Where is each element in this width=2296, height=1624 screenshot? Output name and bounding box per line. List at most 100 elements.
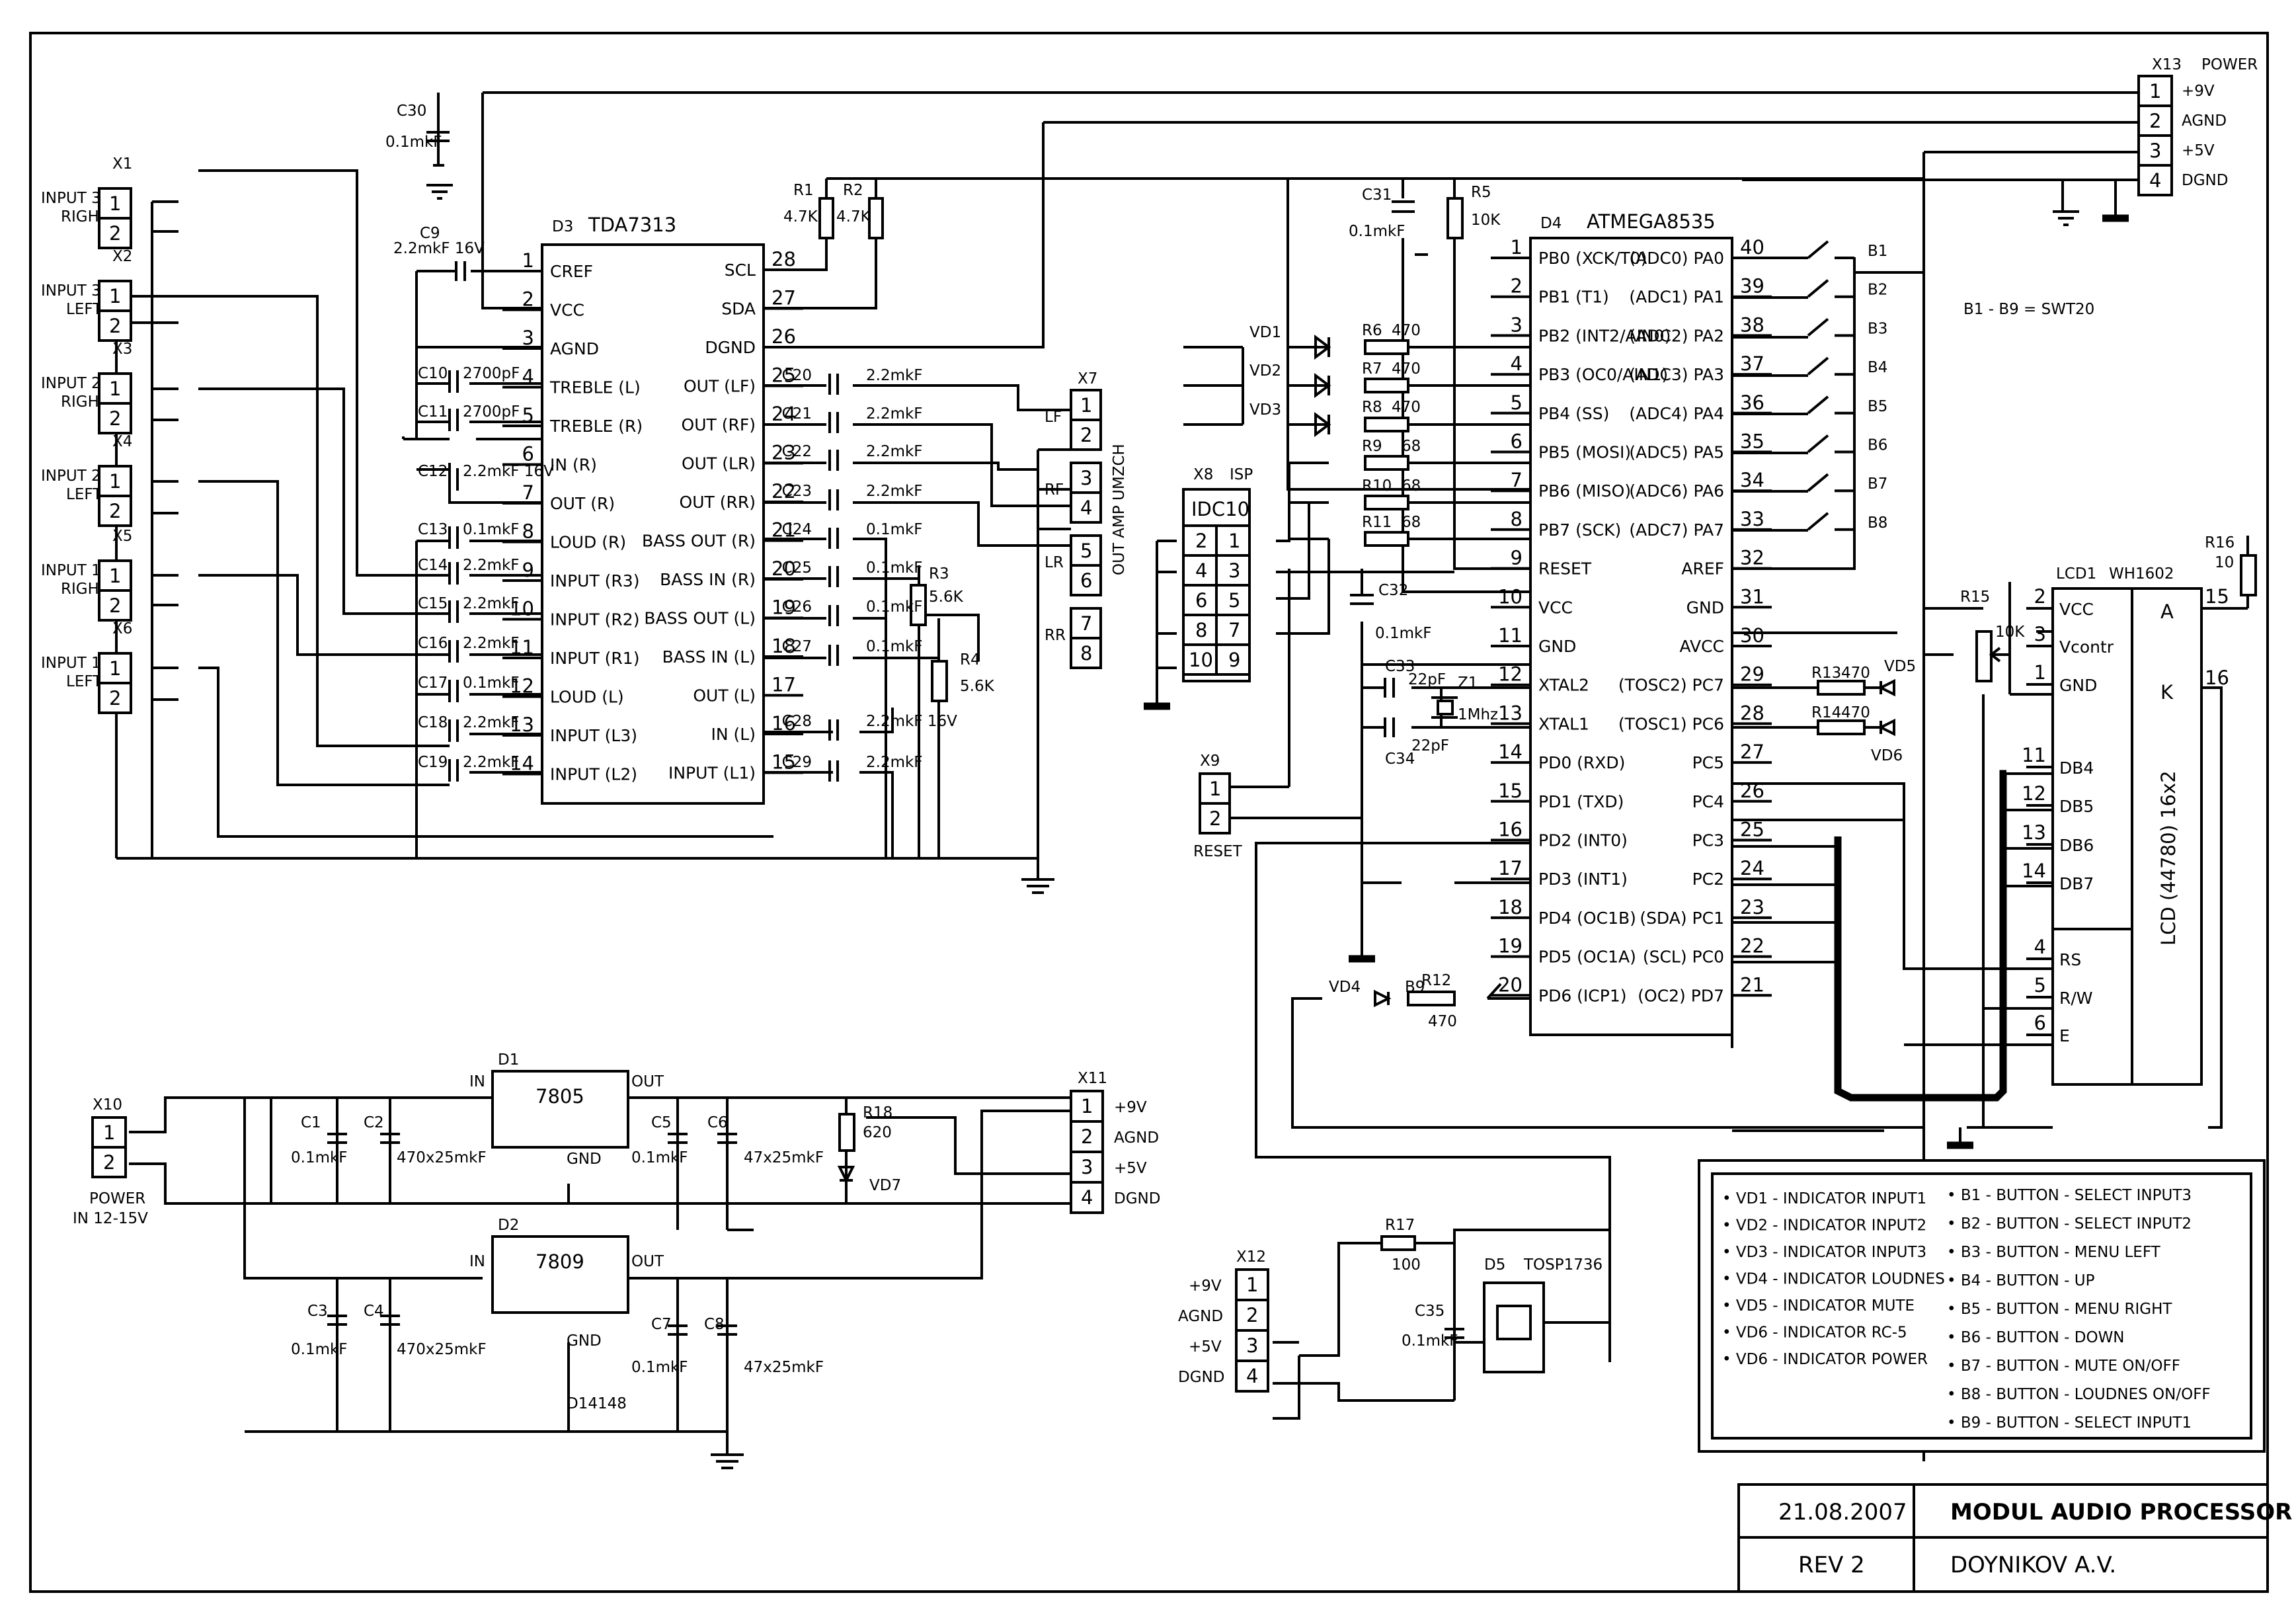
button-b6[interactable]: B6 bbox=[1807, 434, 1887, 454]
svg-text:D2: D2 bbox=[498, 1217, 519, 1234]
button-b4[interactable]: B4 bbox=[1807, 356, 1887, 376]
pin-number: 9 bbox=[522, 559, 534, 581]
connector-title: POWER bbox=[89, 1190, 145, 1207]
svg-text:10K: 10K bbox=[1471, 212, 1501, 229]
svg-text:+5V: +5V bbox=[1189, 1338, 1222, 1356]
title-date: 21.08.2007 bbox=[1778, 1499, 1907, 1525]
svg-text:2: 2 bbox=[109, 407, 121, 430]
connector-x4[interactable]: X4 INPUT 2 LEFT 12 bbox=[41, 433, 132, 527]
pin-name: IN (R) bbox=[550, 456, 597, 475]
pin-number: 13 bbox=[1498, 702, 1523, 724]
connector-x6[interactable]: X6 INPUT 1 LEFT 12 bbox=[41, 620, 132, 714]
svg-text:6: 6 bbox=[1195, 589, 1207, 612]
svg-text:C19: C19 bbox=[418, 754, 448, 771]
pin-name: IN (L) bbox=[711, 725, 756, 744]
pin-name: PB4 (SS) bbox=[1538, 404, 1609, 423]
connector-x5[interactable]: X5 INPUT 1 RIGHT 12 bbox=[41, 528, 132, 622]
connector-x3[interactable]: X3 INPUT 2 RIGHT 12 bbox=[41, 341, 132, 434]
svg-text:R/W: R/W bbox=[2059, 989, 2093, 1008]
button-b3[interactable]: B3 bbox=[1807, 317, 1887, 337]
pin-name: PB7 (SCK) bbox=[1538, 520, 1621, 540]
svg-text:VD4: VD4 bbox=[1329, 979, 1361, 996]
button-b5[interactable]: B5 bbox=[1807, 395, 1887, 415]
svg-text:C9: C9 bbox=[420, 225, 440, 242]
button-b8[interactable]: B8 bbox=[1807, 512, 1887, 532]
connector-ref: X5 bbox=[112, 528, 132, 545]
svg-text:7: 7 bbox=[1228, 619, 1240, 641]
pin-number: 3 bbox=[522, 327, 534, 349]
connector-sub: IN 12-15V bbox=[73, 1210, 148, 1227]
svg-text:4.7K: 4.7K bbox=[836, 208, 871, 225]
pin-number: 1 bbox=[1511, 236, 1523, 259]
button-b1[interactable]: B1 bbox=[1807, 240, 1887, 260]
svg-text:C35: C35 bbox=[1415, 1303, 1445, 1320]
svg-text:2: 2 bbox=[109, 500, 121, 522]
legend-item: • B7 - BUTTON - MUTE ON/OFF bbox=[1947, 1358, 2180, 1375]
pin-name: INPUT (L1) bbox=[668, 764, 756, 783]
legend-item: • VD5 - INDICATOR MUTE bbox=[1722, 1297, 1915, 1315]
svg-text:0.1mkF: 0.1mkF bbox=[631, 1149, 688, 1166]
svg-text:R9: R9 bbox=[1362, 438, 1382, 455]
svg-text:IN: IN bbox=[469, 1073, 485, 1090]
pin-number: 4 bbox=[522, 366, 534, 388]
legend-item: • VD3 - INDICATOR INPUT3 bbox=[1722, 1244, 1926, 1261]
connector-title: POWER bbox=[2201, 56, 2258, 73]
pin-number: 15 bbox=[772, 751, 796, 774]
button-b2[interactable]: B2 bbox=[1807, 279, 1887, 299]
pin-number: 12 bbox=[510, 675, 534, 698]
svg-text:1: 1 bbox=[1246, 1274, 1258, 1296]
svg-text:0.1mkF: 0.1mkF bbox=[463, 521, 520, 538]
svg-text:VD5: VD5 bbox=[1884, 658, 1916, 675]
pin-number: 27 bbox=[1740, 741, 1764, 763]
svg-text:C1: C1 bbox=[301, 1114, 321, 1131]
connector-x7[interactable]: X7 12 34 56 78 LF RF LR RR OUT AMP UMZCH bbox=[1045, 370, 1128, 669]
connector-x10[interactable]: X10 12 POWER IN 12-15V bbox=[73, 1096, 148, 1227]
pin-number: 7 bbox=[1511, 469, 1523, 491]
connector-x2[interactable]: X2 INPUT 3 LEFT 12 bbox=[41, 248, 132, 342]
ic-body bbox=[1529, 237, 1733, 1036]
pin-number: 3 bbox=[1511, 313, 1523, 336]
svg-text:14: 14 bbox=[2022, 860, 2046, 882]
svg-text:13: 13 bbox=[2022, 821, 2046, 844]
pin-name: OUT (L) bbox=[693, 686, 756, 706]
svg-text:C11: C11 bbox=[418, 403, 448, 421]
pin-number: 14 bbox=[1498, 741, 1523, 763]
svg-text:2: 2 bbox=[1246, 1304, 1258, 1326]
connector-x9[interactable]: X9 12 RESET bbox=[1193, 752, 1243, 860]
pin-number: 18 bbox=[772, 635, 796, 657]
button-b7[interactable]: B7 bbox=[1807, 473, 1887, 493]
svg-text:C8: C8 bbox=[704, 1316, 725, 1333]
svg-text:C32: C32 bbox=[1378, 582, 1408, 599]
pin-number: 17 bbox=[772, 674, 796, 696]
svg-text:2: 2 bbox=[1081, 1125, 1093, 1148]
lcd-a-pin: A bbox=[2160, 600, 2174, 623]
connector-x1[interactable]: X1 INPUT 3 RIGHT 12 bbox=[41, 155, 132, 249]
svg-text:2.2mkF: 2.2mkF bbox=[866, 405, 923, 423]
pin-name: (TOSC2) PC7 bbox=[1618, 676, 1724, 695]
svg-text:R3: R3 bbox=[929, 565, 949, 583]
pin-name: AGND bbox=[550, 339, 599, 358]
lcd-module: LCD1 WH1602 LCD (44780) 16x2 A K 15 16 2… bbox=[2022, 565, 2229, 1086]
svg-text:5.6K: 5.6K bbox=[960, 678, 995, 695]
pin-number: 14 bbox=[510, 752, 534, 775]
svg-text:1: 1 bbox=[109, 657, 121, 680]
pin-name: (ADC2) PA2 bbox=[1629, 326, 1724, 345]
svg-text:10: 10 bbox=[2215, 554, 2234, 571]
pin-number: 1 bbox=[522, 249, 534, 272]
